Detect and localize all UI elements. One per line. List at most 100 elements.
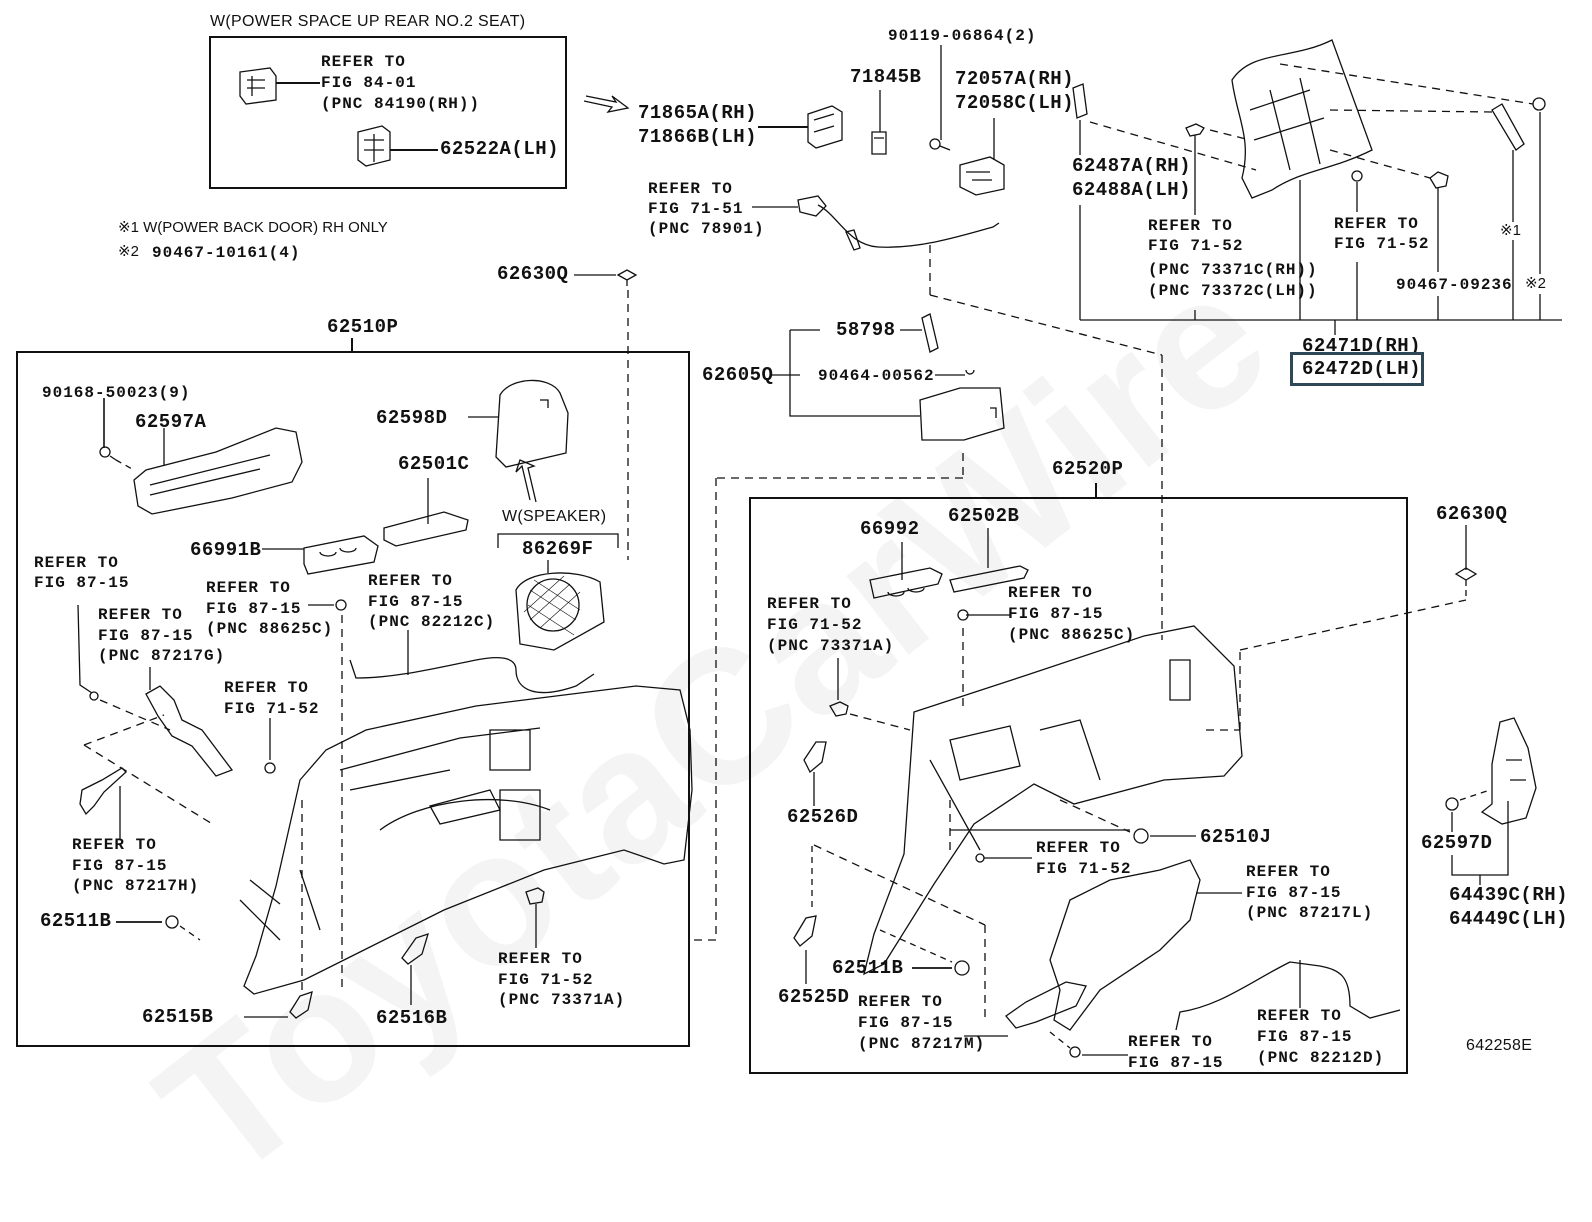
power-seat-ref-line3: (PNC 84190(RH)) [321,95,481,113]
left-panel-title[interactable]: 62510P [327,316,399,338]
part-62511b-left-label[interactable]: 62511B [40,910,112,932]
part-90168-label[interactable]: 90168-50023(9) [42,384,191,402]
lp-ref6-line2[interactable]: FIG 87-15 [72,857,168,875]
part-62630q-right-label[interactable]: 62630Q [1436,503,1508,525]
speaker-condition-label: W(SPEAKER) [502,508,607,525]
right-panel-title[interactable]: 62520P [1052,458,1124,480]
part-62501c-label[interactable]: 62501C [398,453,470,475]
power-seat-ref-line1: REFER TO [321,53,406,71]
clip-62597d-icon [1445,797,1459,811]
lp-ref5-line2[interactable]: FIG 71-52 [224,700,320,718]
power-seat-box-title: W(POWER SPACE UP REAR NO.2 SEAT) [210,13,526,30]
arrow-up-icon [515,459,537,503]
part-71845b-label[interactable]: 71845B [850,66,922,88]
lp-ref2-line2[interactable]: FIG 87-15 [98,627,194,645]
cover-62501c-icon [383,511,469,547]
ref-b-line2[interactable]: FIG 71-52 [1334,235,1430,253]
part-72058c-label[interactable]: 72058C(LH) [955,92,1075,114]
strap-58798-icon [921,313,939,353]
part-71866b-label[interactable]: 71866B(LH) [638,126,758,148]
rp-ref5-line3: (PNC 87217M) [858,1035,986,1053]
part-62522a-label[interactable]: 62522A(LH) [440,138,560,160]
lp-ref3-line1: REFER TO [206,579,291,597]
part-64449c-label[interactable]: 64449C(LH) [1449,908,1569,930]
part-62515b-label[interactable]: 62515B [142,1006,214,1028]
cable-78901-icon [797,195,1000,248]
part-62525d-label[interactable]: 62525D [778,986,850,1008]
part-62510j-label[interactable]: 62510J [1200,826,1272,848]
clip-90467-icon [1429,171,1449,189]
lp-ref3-line2[interactable]: FIG 87-15 [206,600,302,618]
rp-ref7-line1: REFER TO [1257,1007,1342,1025]
rp-ref1-line2[interactable]: FIG 71-52 [767,616,863,634]
cover-62598d-icon [495,379,569,468]
rp-ref6-line2[interactable]: FIG 87-15 [1128,1054,1224,1072]
part-62597a-label[interactable]: 62597A [135,411,207,433]
note-1: ※1 W(POWER BACK DOOR) RH ONLY [118,219,388,236]
part-62598d-label[interactable]: 62598D [376,407,448,429]
clip-73371a-left-icon [525,887,545,905]
note-2-prefix: ※2 [118,243,139,260]
pointer-arrow-icon [583,95,630,113]
part-62516b-label[interactable]: 62516B [376,1007,448,1029]
lp-ref6-line3: (PNC 87217H) [72,877,200,895]
lp-ref3-line3: (PNC 88625C) [206,620,334,638]
power-seat-ref-line2[interactable]: FIG 84-01 [321,74,417,92]
cupholder-66991b-icon [303,535,379,575]
part-62471d-label[interactable]: 62471D(RH) [1302,335,1422,357]
rp-ref1-line3: (PNC 73371A) [767,637,895,655]
part-58798-label[interactable]: 58798 [836,319,896,341]
part-62487a-label[interactable]: 62487A(RH) [1072,155,1192,177]
rp-ref3-line2[interactable]: FIG 71-52 [1036,860,1132,878]
part-86269f-label[interactable]: 86269F [522,538,594,560]
part-62472d-label[interactable]: 62472D(LH) [1302,358,1422,380]
ref-71-51-line2[interactable]: FIG 71-51 [648,200,744,218]
rp-ref2-line3: (PNC 88625C) [1008,626,1136,644]
note-2-value[interactable]: 90467-10161(4) [152,244,301,262]
lp-ref7-line2[interactable]: FIG 71-52 [498,971,594,989]
cover-71865-icon [807,105,843,149]
part-71865a-label[interactable]: 71865A(RH) [638,102,758,124]
duct-62597a-icon [133,427,303,515]
part-90467-label[interactable]: 90467-09236 [1396,276,1513,294]
wire-82212c-icon [349,656,595,694]
grille-62515b-icon [289,991,313,1019]
rp-ref5-line2[interactable]: FIG 87-15 [858,1014,954,1032]
part-72057a-label[interactable]: 72057A(RH) [955,68,1075,90]
ref-a-line2[interactable]: FIG 71-52 [1148,237,1244,255]
part-62605q-label[interactable]: 62605Q [702,364,774,386]
part-62511b-right-label[interactable]: 62511B [832,957,904,979]
rp-ref4-line2[interactable]: FIG 87-15 [1246,884,1342,902]
duct-87217l-icon [1049,859,1201,1031]
rp-ref7-line2[interactable]: FIG 87-15 [1257,1028,1353,1046]
part-90464-label[interactable]: 90464-00562 [818,367,935,385]
part-62488a-label[interactable]: 62488A(LH) [1072,179,1192,201]
rp-ref5-line1: REFER TO [858,993,943,1011]
part-62630q-top-label[interactable]: 62630Q [497,263,569,285]
part-62502b-label[interactable]: 62502B [948,505,1020,527]
rp-ref7-line3: (PNC 82212D) [1257,1049,1385,1067]
lp-ref4-line2[interactable]: FIG 87-15 [368,593,464,611]
rp-ref3-line1: REFER TO [1036,839,1121,857]
part-66992-label[interactable]: 66992 [860,518,920,540]
part-62597d-label[interactable]: 62597D [1421,832,1493,854]
rp-ref2-line2[interactable]: FIG 87-15 [1008,605,1104,623]
parts-diagram: ToyotaCarWire [16,13,1569,1219]
lp-ref5-line1: REFER TO [224,679,309,697]
part-64439c-label[interactable]: 64439C(RH) [1449,884,1569,906]
quarter-trim-62520p-icon [863,625,1243,976]
power-seat-frame [209,36,567,189]
mark-2: ※2 [1525,275,1546,292]
speaker-grille-86269f-icon [515,572,605,651]
clip-88625c-right-icon [957,609,969,621]
grille-62525d-icon [793,915,817,947]
part-62526d-label[interactable]: 62526D [787,806,859,828]
part-90119-label[interactable]: 90119-06864(2) [888,27,1037,45]
lp-ref1-line2[interactable]: FIG 87-15 [34,574,130,592]
part-66991b-label[interactable]: 66991B [190,539,262,561]
lp-ref7-line3: (PNC 73371A) [498,991,626,1009]
quarter-trim-62510p-icon [243,685,693,995]
lp-ref7-line1: REFER TO [498,950,583,968]
grille-62516b-icon [401,932,429,965]
clip-62511b-right-icon [954,960,970,976]
